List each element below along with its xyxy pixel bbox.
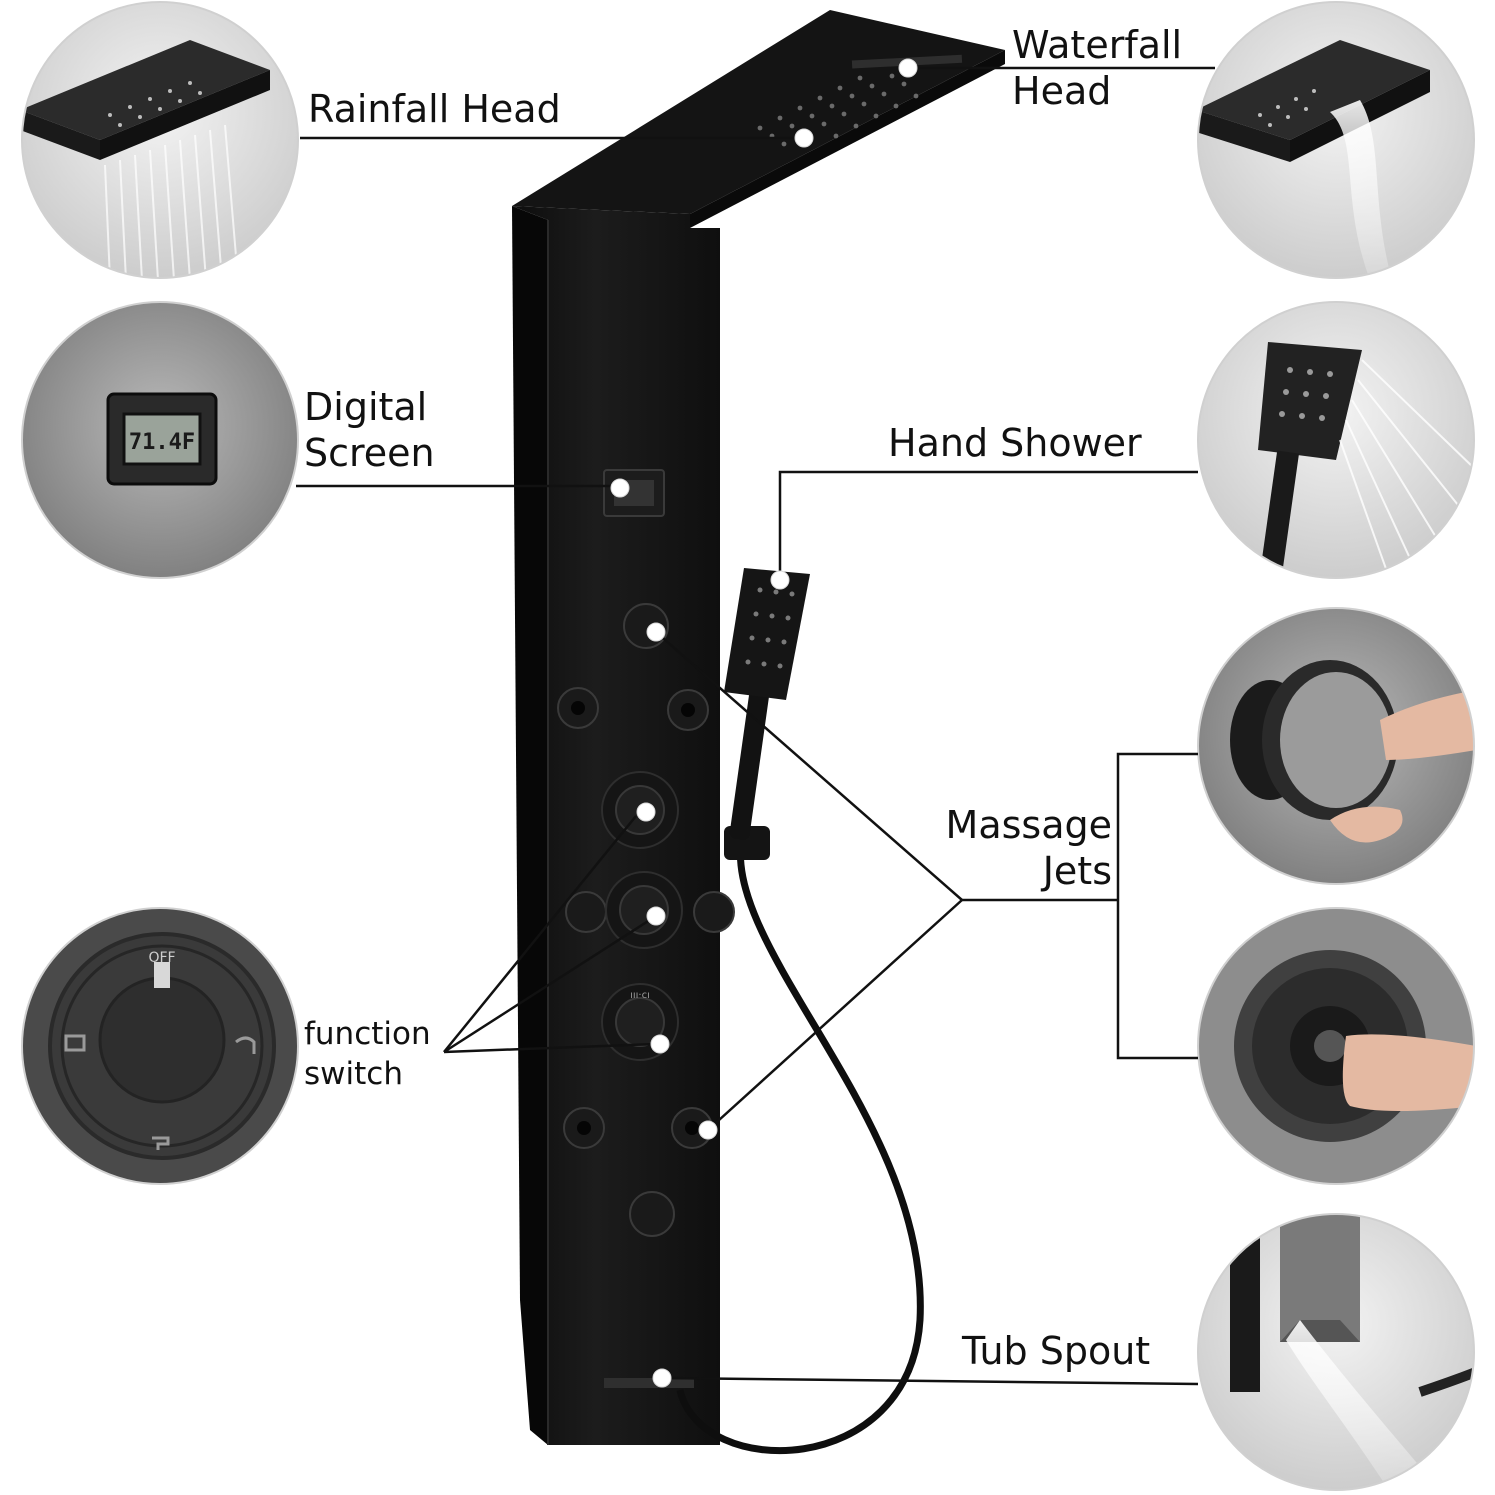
label-rainfall-head-text: Rainfall Head xyxy=(308,87,561,131)
label-function-line-1: function xyxy=(304,1016,431,1052)
digital-screen-photo xyxy=(22,302,298,578)
function-switch-photo: OFF xyxy=(22,908,298,1184)
label-waterfall-head: Waterfall Head xyxy=(1012,22,1182,114)
rainfall-head-photo xyxy=(22,2,298,278)
leader-lines xyxy=(296,66,1215,1386)
label-hand-shower: Hand Shower xyxy=(888,420,1142,466)
valve-temp-scale: ııı·cı xyxy=(630,990,650,1001)
screen-readout-text: 71.4F xyxy=(129,430,195,455)
label-rainfall-head: Rainfall Head xyxy=(308,86,561,132)
label-tub-spout-text: Tub Spout xyxy=(962,1329,1151,1373)
label-massage-line-2: Jets xyxy=(1042,849,1112,893)
jet-centers xyxy=(571,701,699,1135)
hand-shower xyxy=(676,568,924,1454)
label-waterfall-line-2: Head xyxy=(1012,69,1112,113)
waterfall-head-photo xyxy=(1198,2,1474,278)
label-hand-shower-text: Hand Shower xyxy=(888,421,1142,465)
label-function-line-2: switch xyxy=(304,1056,403,1092)
callout-markers xyxy=(610,58,918,1388)
massage-jet-photo-1 xyxy=(1198,608,1474,884)
panel-tub-spout-slot xyxy=(604,1378,694,1388)
rainfall-nozzles xyxy=(757,73,919,147)
valve-off-mark: OFF xyxy=(148,950,175,966)
label-function-switch: function switch xyxy=(304,1014,431,1094)
hand-shower-photo xyxy=(1198,302,1474,578)
label-digital-screen: Digital Screen xyxy=(304,384,435,476)
label-digital-line-1: Digital xyxy=(304,385,428,429)
label-waterfall-line-1: Waterfall xyxy=(1012,23,1183,67)
label-massage-line-1: Massage xyxy=(945,803,1112,847)
label-massage-jets: Massage Jets xyxy=(930,802,1112,894)
label-digital-line-2: Screen xyxy=(304,431,435,475)
massage-jet-photo-2 xyxy=(1198,908,1474,1184)
label-tub-spout: Tub Spout xyxy=(962,1328,1150,1374)
